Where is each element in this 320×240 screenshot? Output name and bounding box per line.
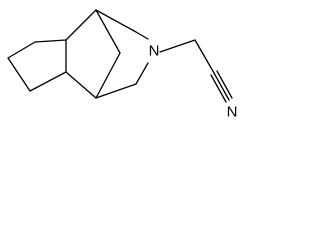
cyclohexane-ring xyxy=(65,9,121,99)
molecular-structure: N N xyxy=(7,9,238,121)
bond xyxy=(34,39,67,43)
bond xyxy=(159,39,196,53)
bond xyxy=(7,41,36,59)
bond xyxy=(95,83,137,99)
bond xyxy=(135,31,149,40)
bond xyxy=(95,9,137,33)
bond xyxy=(65,71,97,99)
bond xyxy=(95,52,121,99)
triple-bond-line xyxy=(213,72,230,101)
bond xyxy=(95,9,121,54)
amine-nitrogen-label: N xyxy=(149,43,160,60)
triple-bond-line xyxy=(210,74,227,103)
bond xyxy=(65,9,97,41)
bond xyxy=(194,39,215,74)
bond xyxy=(29,71,67,92)
nitrile-nitrogen-label: N xyxy=(227,104,238,121)
bond xyxy=(7,57,31,92)
cyanomethyl-group xyxy=(159,39,233,103)
cyclopentane-ring xyxy=(7,39,67,92)
triple-bond-line xyxy=(216,70,233,99)
bond xyxy=(135,62,149,85)
azepane-bridge xyxy=(95,9,149,99)
